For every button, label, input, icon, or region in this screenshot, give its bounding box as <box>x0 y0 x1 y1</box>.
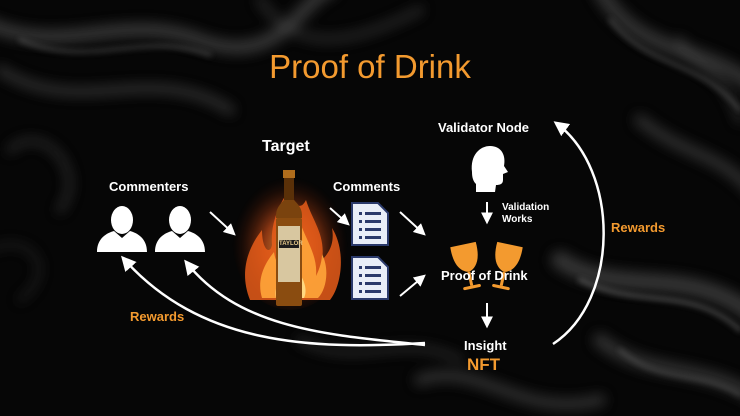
rewards-arrow-left-outer <box>121 255 426 347</box>
wine-glass-icon <box>492 241 523 291</box>
insight-label: Insight <box>464 338 507 353</box>
validation-works-label-line1: Validation <box>502 202 550 213</box>
rewards-arrow-right <box>552 121 605 346</box>
arrow-comment-bottom-to-proof <box>399 274 426 297</box>
target-label: Target <box>262 138 310 155</box>
proof-of-drink-label: Proof of Drink <box>441 268 528 283</box>
wine-glass-icon <box>450 241 481 291</box>
document-icon <box>351 202 389 246</box>
arrow-commenters-to-target <box>209 211 236 236</box>
document-icon <box>351 256 389 300</box>
rewards-label-left: Rewards <box>130 309 185 324</box>
validation-works-label-line2: Works <box>502 214 533 225</box>
nft-label: NFT <box>467 355 501 374</box>
head-profile-icon <box>471 146 508 192</box>
validator-node-label: Validator Node <box>438 120 530 135</box>
rewards-label-right: Rewards <box>611 220 666 235</box>
arrow-comment-top-to-proof <box>399 211 426 236</box>
rewards-arrow-left-inner <box>184 259 426 347</box>
comments-label: Comments <box>333 179 401 194</box>
whiskey-bottle-icon <box>276 170 302 306</box>
bottle-label-text: TAYLOR <box>279 241 303 247</box>
slide-title: Proof of Drink <box>269 48 471 85</box>
person-icon <box>155 206 205 252</box>
commenters-label: Commenters <box>109 179 189 194</box>
person-icon <box>97 206 147 252</box>
arrow-target-to-comments <box>329 207 350 226</box>
